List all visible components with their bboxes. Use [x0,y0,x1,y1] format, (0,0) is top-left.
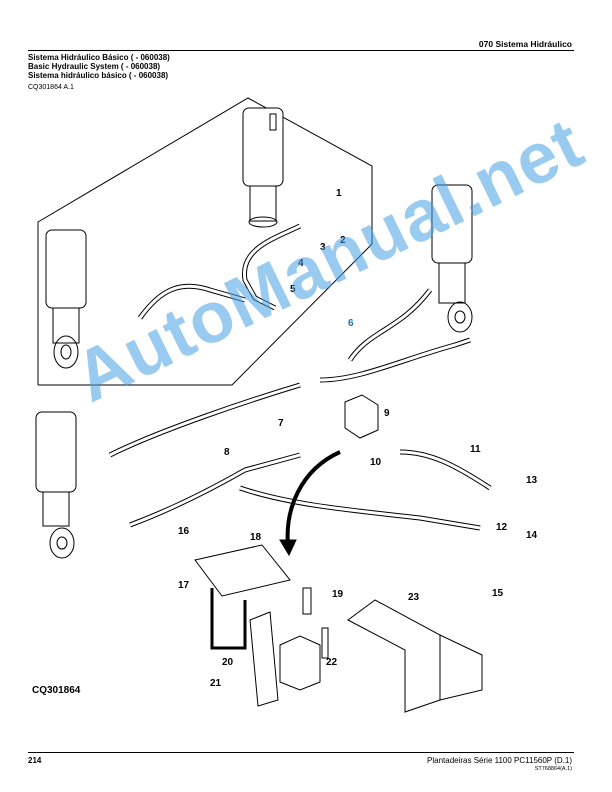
callout-10: 10 [370,457,382,468]
callout-21: 21 [210,678,222,689]
figure-ref: CQ301864 A.1 [28,84,74,91]
callout-11: 11 [470,444,481,455]
callout-16: 16 [178,526,190,537]
header-rule [28,50,574,51]
callout-19: 19 [332,589,344,600]
clamp-plate [249,611,279,707]
page-titles: Sistema Hidráulico Básico ( - 060038) Ba… [28,53,170,80]
callout-9: 9 [384,408,390,419]
callout-17: 17 [178,580,190,591]
doc-code: ST768864(A.1) [534,766,572,772]
callout-8: 8 [224,447,230,458]
callout-5: 5 [290,284,296,295]
inset-frame [37,97,373,386]
page-number: 214 [28,756,42,765]
u-bolt [210,588,247,650]
doc-ref: Plantadeiras Série 1100 PC11560P (D.1) [427,756,572,765]
bracket-plate [194,544,291,597]
cylinder-lower-left [35,411,77,559]
support-bracket [347,599,441,713]
callout-1: 1 [336,188,342,199]
callout-15: 15 [492,588,504,599]
title-es: Sistema hidráulico básico ( - 060038) [28,71,169,80]
callout-20: 20 [222,657,234,668]
callout-3: 3 [320,242,326,253]
pointer-arrow [285,450,341,546]
callout-22: 22 [326,657,338,668]
callout-14: 14 [526,530,538,541]
callout-4: 4 [298,258,304,269]
valve-block [344,394,379,439]
callout-23: 23 [408,592,420,603]
cylinder-right [431,184,473,333]
section-title: 070 Sistema Hidráulico [478,39,572,49]
figure-id: CQ301864 [32,685,81,696]
title-pt: Sistema Hidráulico Básico ( - 060038) [28,53,170,62]
callout-2: 2 [340,235,346,246]
callout-12: 12 [496,522,508,533]
title-en: Basic Hydraulic System ( - 060038) [28,62,161,71]
cylinder-inset-left [45,229,87,369]
cylinder-top-center [242,107,284,228]
callout-18: 18 [250,532,262,543]
clamp-block [279,635,321,691]
callout-13: 13 [526,475,538,486]
footer-rule [28,752,574,753]
callout-6: 6 [348,318,354,329]
callout-7: 7 [278,418,284,429]
